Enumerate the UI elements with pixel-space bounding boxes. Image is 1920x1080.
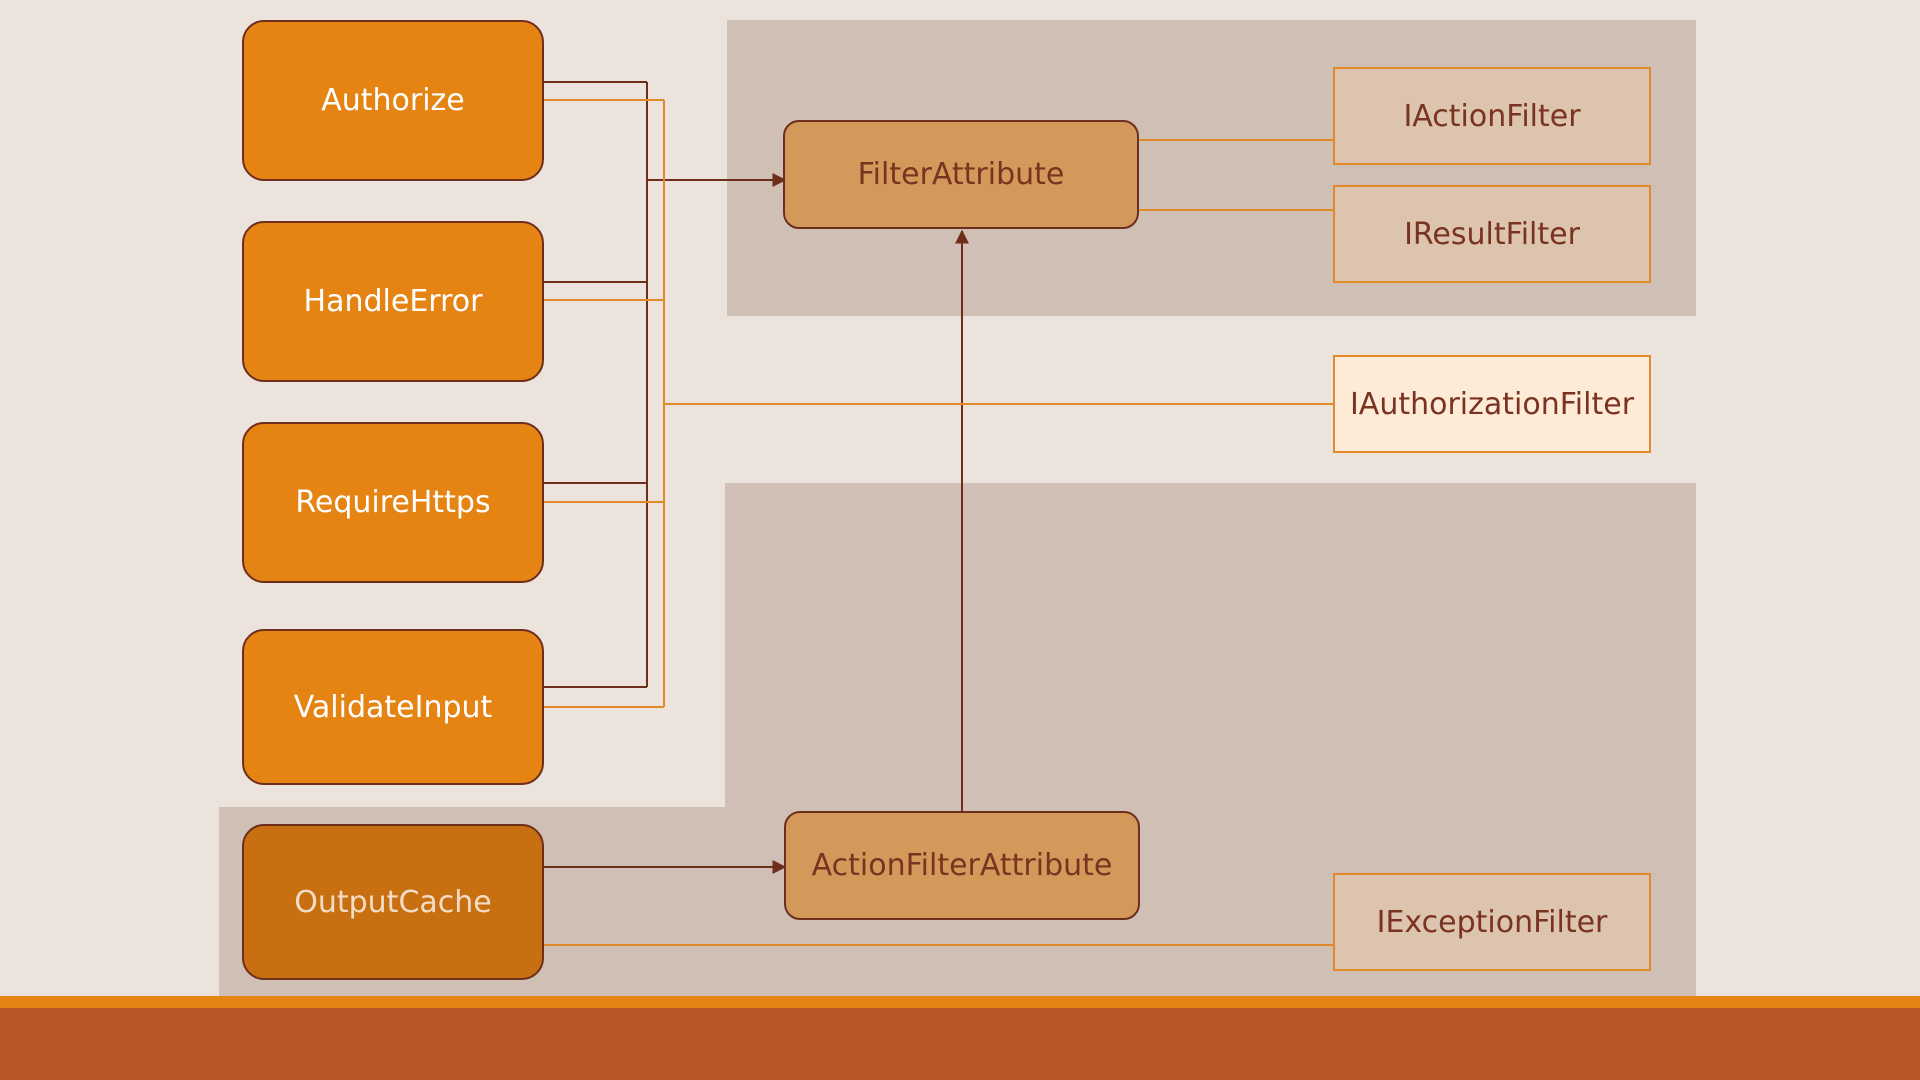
authorize-node: Authorize [242,20,544,181]
i-authorization-filter-node: IAuthorizationFilter [1333,355,1651,453]
i-result-filter-node: IResultFilter [1333,185,1651,283]
i-exception-filter-node: IExceptionFilter [1333,873,1651,971]
filter-attribute-node: FilterAttribute [783,120,1139,229]
footer-bar [0,1008,1920,1080]
i-action-filter-node: IActionFilter [1333,67,1651,165]
implementation-lines [543,99,1335,946]
validate-input-node: ValidateInput [242,629,544,785]
footer-accent-stripe [0,996,1920,1008]
action-filter-attribute-node: ActionFilterAttribute [784,811,1140,920]
output-cache-node: OutputCache [242,824,544,980]
inheritance-lines [543,81,969,874]
handle-error-node: HandleError [242,221,544,382]
require-https-node: RequireHttps [242,422,544,583]
